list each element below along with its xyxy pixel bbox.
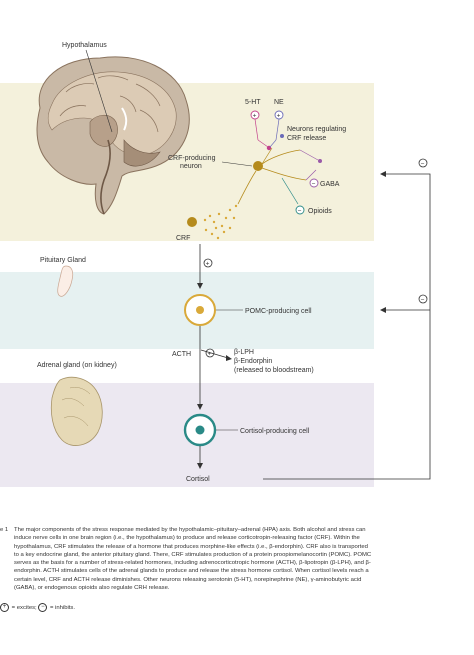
acth-excite-sign: + (208, 351, 212, 358)
cortisol-cell-label: Cortisol-producing cell (240, 428, 310, 435)
release-product-beta-endorphin: β-Endorphin (234, 358, 272, 365)
caption-line: induce nerve cells in one brain region (… (14, 535, 360, 542)
gaba-inhibit-sign: − (312, 181, 316, 188)
ne-label: NE (274, 99, 284, 106)
crf-neuron-cell-body (253, 161, 263, 171)
crf-neuron-label-line-2: neuron (180, 163, 202, 170)
opioids-label: Opioids (308, 208, 332, 215)
gaba-label: GABA (320, 181, 340, 188)
pomc-cell-nucleus (196, 306, 204, 314)
hypothalamus-label: Hypothalamus (62, 42, 107, 49)
adrenal-label: Adrenal gland (on kidney) (37, 362, 117, 369)
brain-illustration (36, 56, 190, 215)
pituitary-gland-icon (57, 265, 74, 297)
ne-neuron: NE + (269, 99, 284, 148)
cortisol-cell-nucleus (195, 425, 205, 435)
release-bloodstream-note: (released to bloodstream) (234, 367, 314, 374)
crf-terminal (187, 217, 197, 227)
crf-excite-sign: + (206, 261, 210, 268)
crf-label: CRF (176, 235, 190, 242)
serotonin-excite-sign: + (253, 113, 257, 120)
cortisol-label: Cortisol (186, 476, 210, 483)
neurons-regulating-label-line-1: Neurons regulating (287, 126, 346, 133)
feedback-pituitary-inhibit-sign: − (421, 297, 425, 304)
crf-neuron-label-line-1: CRF-producing (168, 155, 216, 162)
opioids-inhibit-sign: − (298, 208, 302, 215)
opioids-inhibit-icon (295, 205, 305, 215)
opioid-neuron: − Opioids (281, 177, 332, 215)
feedback-pituitary-inhibit-icon (418, 294, 428, 304)
adrenal-gland-icon (50, 376, 103, 446)
caption-line: (GABA), or endogenous opioids also regul… (14, 585, 170, 592)
inhibit-key-icon: − (38, 603, 48, 612)
gaba-neuron: − GABA (299, 149, 340, 188)
caption-line: serves as the basis for a number of stre… (14, 560, 371, 567)
caption-line: certain level, CRF and ACTH release dimi… (14, 576, 362, 583)
caption-line: to a key endocrine gland, the anterior p… (14, 551, 372, 558)
feedback-loop-line (263, 173, 431, 480)
crf-neuron-leader-line (221, 161, 253, 167)
release-product-beta-lph: β-LPH (234, 349, 254, 356)
feedback-hypothalamus-inhibit-icon (418, 158, 428, 168)
pituitary-label: Pituitary Gland (40, 257, 86, 264)
feedback-hypothalamus-inhibit-sign: − (421, 161, 425, 168)
inhibit-key-text: = inhibits. (49, 605, 76, 612)
hypothalamus-leader-line (85, 49, 113, 133)
pomc-cell-label: POMC-producing cell (245, 308, 312, 315)
excite-key-icon: + (0, 603, 9, 612)
figure-caption: e 1 The major components of the stress r… (0, 526, 474, 596)
acth-label: ACTH (172, 351, 191, 358)
serotonin-label: 5-HT (245, 99, 261, 106)
caption-line: The major components of the stress respo… (14, 527, 366, 533)
ne-excite-sign: + (277, 113, 281, 120)
crf-vesicles (203, 204, 238, 240)
figure-label: e 1 (0, 527, 9, 533)
gaba-inhibit-icon (309, 178, 319, 188)
caption-line: endorphin. ACTH stimulates cells of the … (14, 568, 369, 575)
excite-key-text: = excites; (11, 605, 37, 612)
crf-excite-icon (203, 258, 213, 268)
symbol-key: + = excites; − = inhibits. (0, 603, 300, 615)
caption-text: The major components of the stress respo… (14, 526, 474, 592)
neurons-regulating-label-line-2: CRF release (287, 135, 326, 142)
caption-line: hypothalamus, CRF stimulates the release… (14, 543, 368, 550)
